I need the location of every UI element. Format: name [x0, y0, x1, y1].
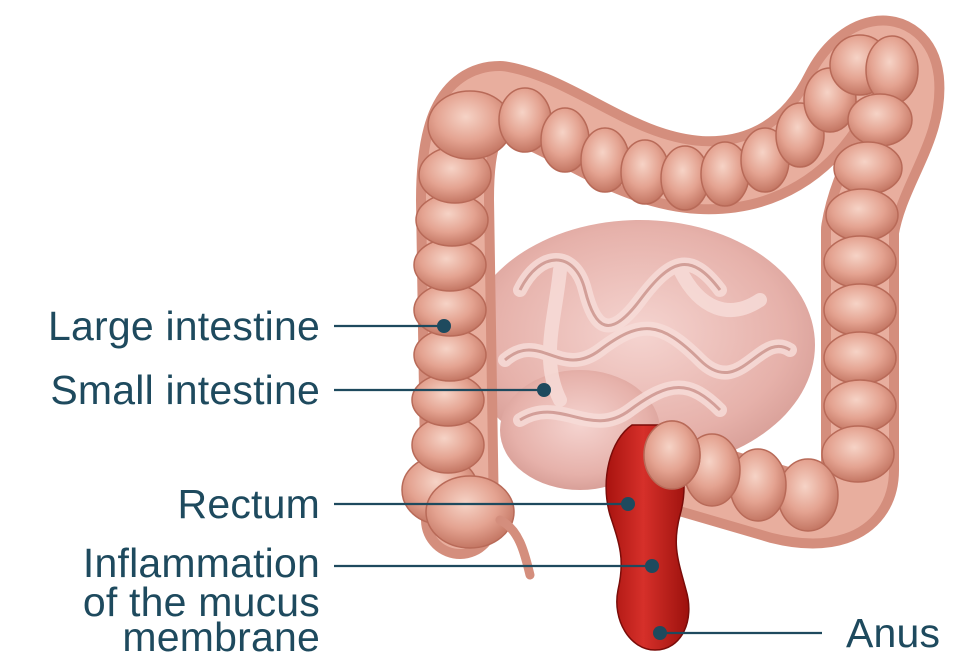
small-intestine-dot	[537, 383, 551, 397]
large-intestine-dot	[437, 319, 451, 333]
label-large-intestine: Large intestine	[8, 304, 320, 348]
label-inflammation-line-1: Inflammation	[8, 544, 320, 583]
label-inflammation: Inflammation of the mucus membrane	[8, 544, 320, 657]
anus-dot	[653, 626, 667, 640]
inflamed-rectum-shape	[606, 421, 700, 650]
label-inflammation-line-3: membrane	[8, 618, 320, 657]
rectum-dot	[621, 497, 635, 511]
label-rectum: Rectum	[8, 482, 320, 526]
label-anus: Anus	[846, 611, 951, 655]
inflammation-dot	[645, 559, 659, 573]
label-small-intestine: Small intestine	[8, 368, 320, 412]
